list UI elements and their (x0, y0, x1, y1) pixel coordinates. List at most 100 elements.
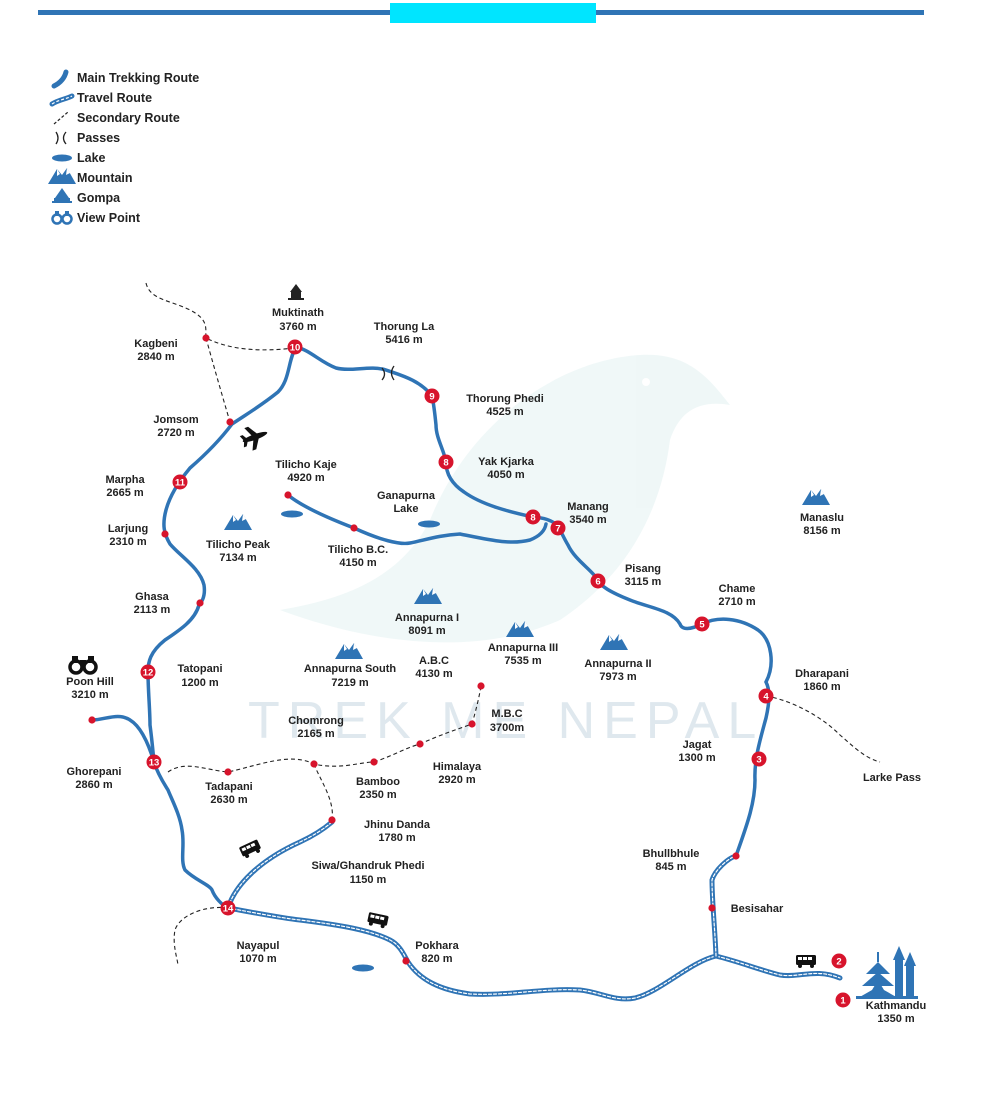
svg-text:Lake: Lake (393, 503, 418, 515)
svg-text:2350 m: 2350 m (359, 789, 397, 801)
svg-text:11: 11 (175, 478, 186, 489)
svg-text:Poon Hill: Poon Hill (66, 676, 114, 688)
svg-text:2840 m: 2840 m (137, 351, 175, 363)
label-mbc: M.B.C 3700m (490, 708, 524, 734)
secondary-route-legend-icon (53, 111, 69, 125)
tilicho-peak-mountain-icon (224, 514, 252, 530)
svg-text:4050 m: 4050 m (487, 469, 525, 481)
svg-text:Ghasa: Ghasa (135, 591, 170, 603)
svg-text:7535 m: 7535 m (504, 655, 542, 667)
legend-gompa: Gompa (77, 191, 121, 205)
svg-text:2113 m: 2113 m (134, 604, 171, 616)
svg-text:Siwa/Ghandruk Phedi: Siwa/Ghandruk Phedi (311, 860, 424, 872)
svg-text:2630 m: 2630 m (210, 794, 248, 806)
lake-legend-icon (52, 154, 72, 162)
svg-text:Pokhara: Pokhara (415, 940, 459, 952)
stop-marker-7: 7 (550, 520, 566, 536)
binoculars-icon (68, 656, 98, 675)
stop-marker-5: 5 (694, 616, 710, 632)
svg-text:7: 7 (555, 524, 560, 535)
svg-text:1860 m: 1860 m (803, 681, 841, 693)
svg-text:Chomrong: Chomrong (288, 715, 344, 727)
svg-text:Annapurna I: Annapurna I (395, 612, 459, 624)
thorung-la-pass-icon (381, 365, 395, 381)
stop-markers: 1 2 3 4 5 6 7 8 9 10 11 12 13 14 8 (140, 339, 851, 1008)
svg-text:3760 m: 3760 m (279, 321, 317, 333)
svg-text:Annapurna South: Annapurna South (304, 663, 397, 675)
top-bar-left (38, 10, 390, 15)
svg-text:2710 m: 2710 m (718, 596, 756, 608)
svg-text:1: 1 (840, 996, 846, 1007)
lake-tilicho (281, 510, 303, 518)
lake-ganapurna (418, 520, 440, 528)
svg-text:M.B.C: M.B.C (491, 708, 522, 720)
legend-main-route: Main Trekking Route (77, 71, 199, 85)
stop-marker-3: 3 (751, 751, 767, 767)
kathmandu-temple-icon (856, 946, 918, 999)
mountain-legend-icon (48, 168, 76, 184)
stop-marker-4: 4 (758, 688, 774, 704)
label-tilicho-bc: Tilicho B.C.4150 m (328, 544, 388, 569)
stop-marker-12: 12 (140, 664, 156, 680)
svg-text:8091 m: 8091 m (408, 625, 446, 637)
stop-marker-8: 8 (525, 509, 541, 525)
bus-icon (239, 839, 261, 858)
svg-text:5: 5 (699, 620, 705, 631)
svg-text:Dharapani: Dharapani (795, 668, 849, 680)
svg-text:Chame: Chame (719, 583, 756, 595)
svg-text:1300 m: 1300 m (678, 752, 716, 764)
watermark-text: TREK ME NEPAL (248, 692, 764, 750)
svg-text:Jagat: Jagat (683, 739, 712, 751)
svg-text:Ghorepani: Ghorepani (66, 766, 121, 778)
svg-text:4: 4 (763, 692, 769, 703)
svg-text:3700m: 3700m (490, 722, 524, 734)
svg-text:Jhinu Danda: Jhinu Danda (364, 819, 431, 831)
svg-text:Larke Pass: Larke Pass (863, 772, 921, 784)
svg-text:Kathmandu: Kathmandu (866, 1000, 927, 1012)
svg-text:Thorung Phedi: Thorung Phedi (466, 393, 544, 405)
svg-text:10: 10 (290, 343, 301, 354)
svg-text:2: 2 (836, 957, 841, 968)
svg-text:14: 14 (223, 904, 234, 915)
svg-text:7219 m: 7219 m (331, 677, 369, 689)
svg-text:Larjung: Larjung (108, 523, 148, 535)
svg-text:Besisahar: Besisahar (731, 903, 784, 915)
svg-text:3540 m: 3540 m (569, 514, 607, 526)
stop-marker-9: 9 (424, 388, 440, 404)
svg-text:8156 m: 8156 m (803, 525, 841, 537)
stop-marker-13: 13 (146, 754, 162, 770)
stop-marker-11: 11 (172, 474, 188, 490)
stop-marker-8-yak: 8 (438, 454, 454, 470)
svg-text:4150 m: 4150 m (339, 557, 377, 569)
svg-text:4525 m: 4525 m (486, 406, 524, 418)
svg-text:Annapurna II: Annapurna II (584, 658, 651, 670)
legend: Main Trekking Route Travel Route Seconda… (48, 69, 199, 225)
svg-text:Bamboo: Bamboo (356, 776, 400, 788)
svg-text:4130 m: 4130 m (415, 668, 453, 680)
svg-text:8: 8 (443, 458, 448, 469)
